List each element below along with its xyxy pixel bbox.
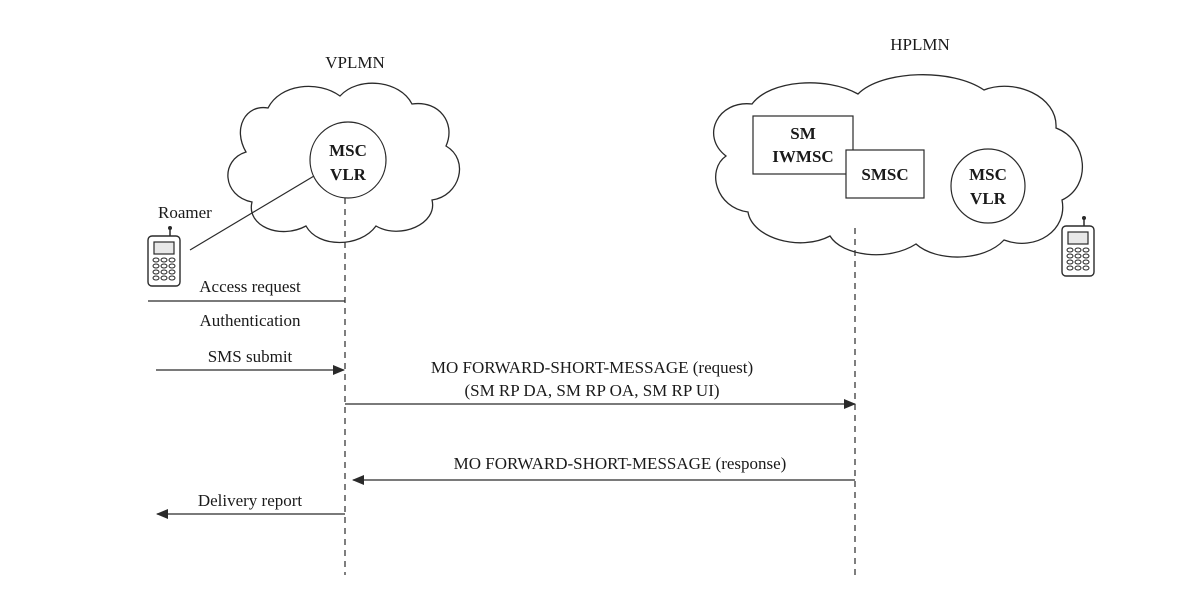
hplmn-cloud bbox=[713, 74, 1084, 258]
hplmn-msc-label: MSC bbox=[969, 165, 1007, 184]
sms-submit-label: SMS submit bbox=[208, 347, 293, 366]
vplmn-msc-vlr-circle bbox=[309, 121, 387, 199]
mo-request-label: MO FORWARD-SHORT-MESSAGE (request) bbox=[431, 358, 753, 377]
authentication-label: Authentication bbox=[199, 311, 301, 330]
roamer-label: Roamer bbox=[158, 203, 212, 222]
vplmn-vlr-label: VLR bbox=[330, 165, 367, 184]
hplmn-vlr-label: VLR bbox=[970, 189, 1007, 208]
smsc-box bbox=[845, 149, 925, 199]
mobile-phone-icon bbox=[1061, 216, 1095, 277]
mobile-phone-icon bbox=[147, 226, 181, 287]
radio-link bbox=[189, 175, 315, 251]
vplmn-msc-label: MSC bbox=[329, 141, 367, 160]
vplmn-label: VPLMN bbox=[325, 53, 385, 72]
iwmsc-label: IWMSC bbox=[772, 147, 833, 166]
access-request-label: Access request bbox=[199, 277, 301, 296]
smsc-label: SMSC bbox=[861, 165, 908, 184]
delivery-report-label: Delivery report bbox=[198, 491, 303, 510]
sm-label: SM bbox=[790, 124, 816, 143]
hplmn-msc-vlr-circle bbox=[950, 148, 1026, 224]
mo-response-label: MO FORWARD-SHORT-MESSAGE (response) bbox=[454, 454, 787, 473]
hplmn-label: HPLMN bbox=[890, 35, 950, 54]
mo-request-params-label: (SM RP DA, SM RP OA, SM RP UI) bbox=[464, 381, 719, 400]
sm-iwmsc-box bbox=[752, 115, 854, 175]
vplmn-cloud bbox=[227, 82, 461, 244]
